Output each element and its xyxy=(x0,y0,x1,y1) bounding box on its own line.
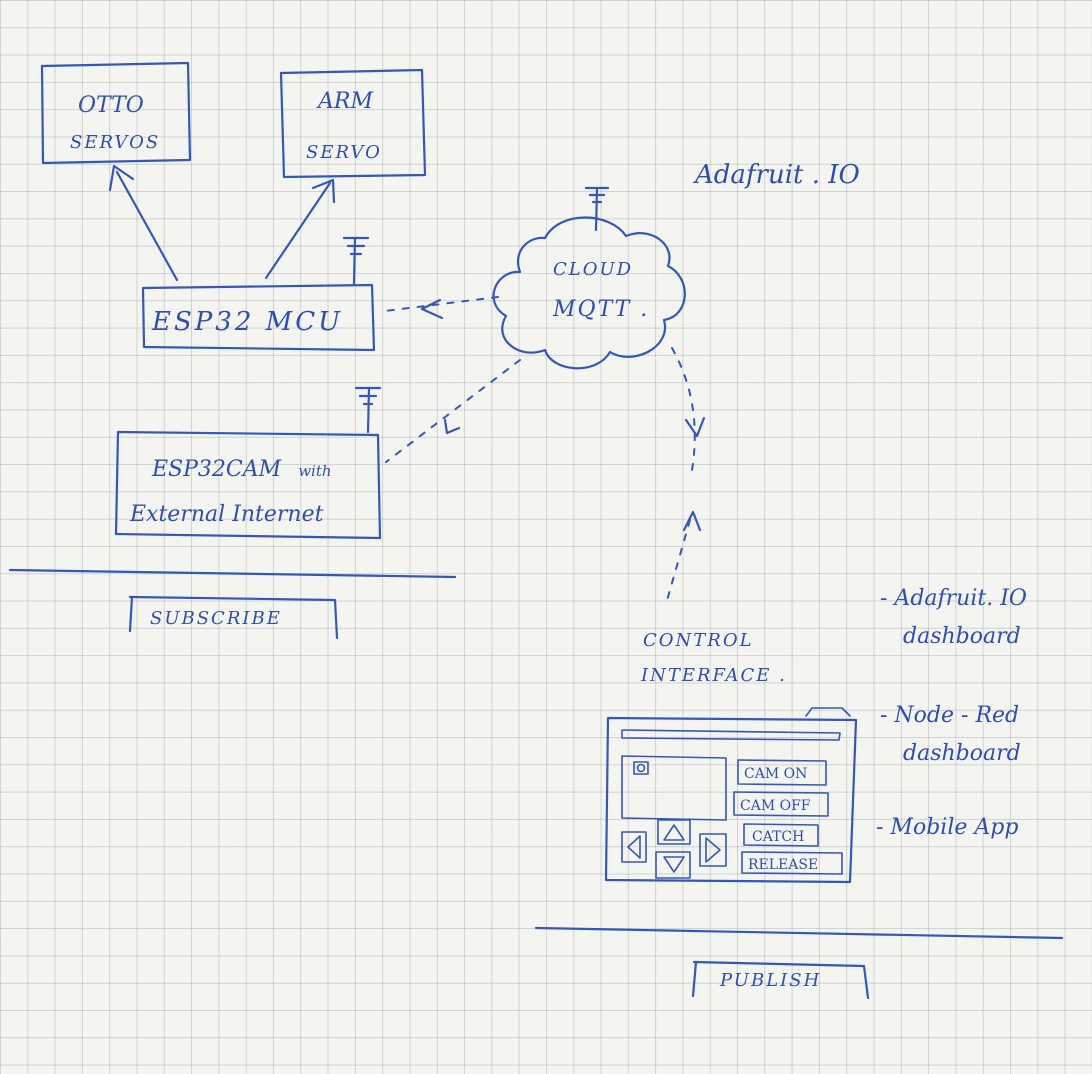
catch-button: CATCH xyxy=(743,823,819,847)
esp32cam-with: with xyxy=(298,462,331,480)
up-arrow-icon xyxy=(657,819,691,845)
cloud-to-esp32cam-arrow xyxy=(385,359,521,463)
subscribe-section: SUBSCRIBE xyxy=(8,568,457,640)
publish-section: PUBLISH xyxy=(534,926,1064,1000)
arm-servo-label: SERVO xyxy=(306,142,382,163)
release-button: RELEASE xyxy=(741,851,843,875)
interface-option-2-line1: - Node - Red xyxy=(880,703,1019,728)
publish-label: PUBLISH xyxy=(719,970,821,991)
interface-option-2-line2: dashboard xyxy=(903,741,1021,766)
interface-option-3-line1: - Mobile App xyxy=(876,815,1018,840)
otto-servos-label: SERVOS xyxy=(70,132,160,153)
cam-off-button: CAM OFF xyxy=(733,791,829,817)
mqtt-label: MQTT . xyxy=(552,297,649,322)
right-arrow-icon xyxy=(699,833,727,867)
interface-option-1-line2: dashboard xyxy=(903,624,1021,649)
release-label: RELEASE xyxy=(748,857,818,873)
down-arrow-icon xyxy=(655,851,691,879)
mcu-to-arm-arrow xyxy=(264,178,336,280)
left-arrow-icon xyxy=(621,831,647,863)
arm-servo-node: ARM SERVO xyxy=(279,68,427,179)
cam-on-button: CAM ON xyxy=(737,759,827,786)
camera-icon xyxy=(633,761,649,775)
cloud-to-mcu-arrow xyxy=(384,296,499,320)
otto-label: OTTO xyxy=(78,93,144,118)
arm-label: ARM xyxy=(316,89,373,114)
control-interface-node: CONTROL INTERFACE . xyxy=(640,630,787,686)
cam-on-label: CAM ON xyxy=(744,766,807,782)
otto-servos-node: OTTO SERVOS xyxy=(40,61,192,165)
esp32cam-node: ESP32CAM with External Internet xyxy=(114,386,382,540)
subscribe-label: SUBSCRIBE xyxy=(150,608,282,629)
interface-options: - Adafruit. IO dashboard - Node - Red da… xyxy=(876,586,1027,840)
esp32-mcu-node: ESP32 MCU xyxy=(141,236,376,352)
interface-option-1-line1: - Adafruit. IO xyxy=(880,586,1027,611)
external-internet-label: External Internet xyxy=(129,502,324,527)
cloud-mqtt-node: CLOUD MQTT . xyxy=(492,186,686,370)
cam-off-label: CAM OFF xyxy=(740,798,811,814)
mcu-to-otto-arrow xyxy=(108,164,179,282)
diagram-title: Adafruit . IO xyxy=(693,160,860,190)
cloud-label: CLOUD xyxy=(553,259,633,280)
cloud-control-link xyxy=(665,347,706,605)
ui-sketch: CAM ON CAM OFF CATCH RELEASE xyxy=(604,707,858,884)
esp32cam-label: ESP32CAM with xyxy=(151,457,332,482)
interface-label: INTERFACE . xyxy=(640,665,787,686)
control-label: CONTROL xyxy=(643,630,754,651)
esp32-mcu-label: ESP32 MCU xyxy=(151,307,343,337)
catch-label: CATCH xyxy=(752,829,804,845)
esp32cam-name: ESP32CAM xyxy=(151,457,282,482)
